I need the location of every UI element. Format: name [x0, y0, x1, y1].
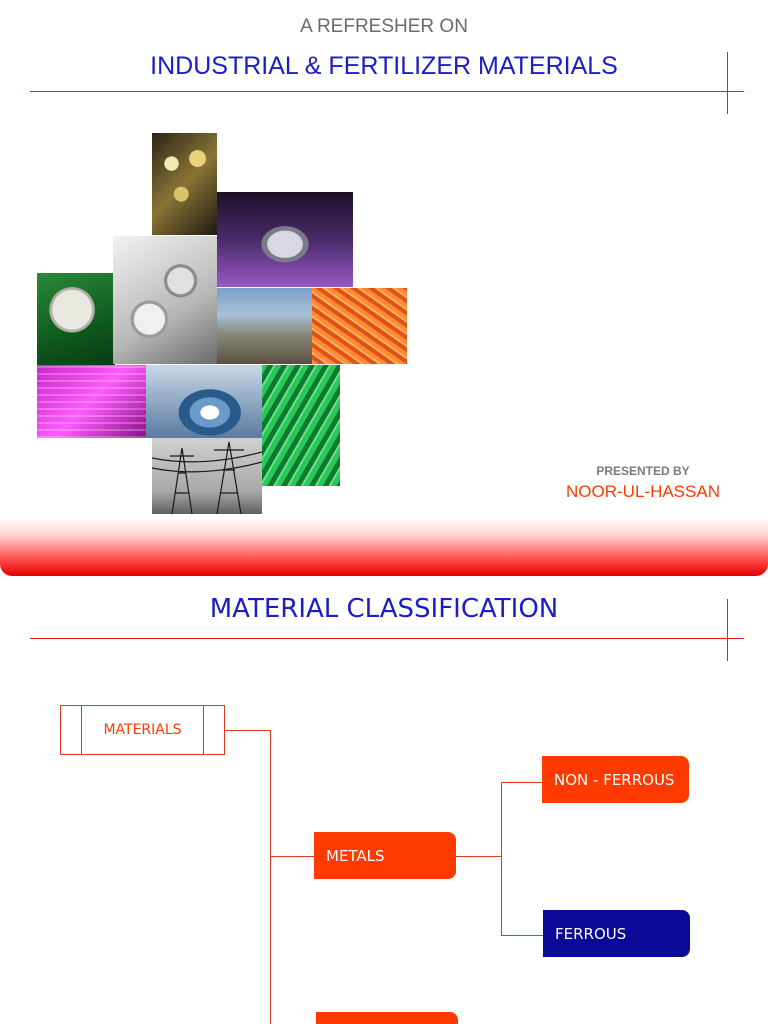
fiber-optic-image	[312, 288, 407, 364]
keyboard-image	[152, 133, 217, 235]
node-metals: METALS	[314, 832, 456, 879]
node-ferrous: FERROUS	[543, 910, 690, 957]
power-lines-image	[152, 438, 262, 514]
node-materials-label: MATERIALS	[81, 706, 204, 754]
slide-title-text: INDUSTRIAL & FERTILIZER MATERIALS	[150, 52, 618, 80]
presented-by-label: PRESENTED BY	[596, 464, 690, 478]
node-non-ferrous: NON - FERROUS	[542, 756, 689, 803]
classification-title: MATERIAL CLASSIFICATION	[209, 594, 559, 624]
water-drop-image	[146, 365, 262, 438]
classification-underline	[30, 638, 744, 639]
node-materials: MATERIALS	[60, 705, 225, 755]
classification-crossline	[727, 599, 728, 661]
connector-non-ferrous	[501, 782, 542, 783]
node-partial	[316, 1012, 458, 1024]
gears-image	[113, 236, 217, 364]
title-underline	[30, 91, 744, 92]
connector-materials	[225, 730, 270, 731]
presenter-name: NOOR-UL-HASSAN	[566, 482, 720, 501]
slide-footer-band	[0, 518, 768, 576]
connector-metals-out	[456, 856, 501, 857]
turntable-image	[217, 192, 353, 287]
connector-metals-branch	[501, 782, 502, 936]
slide-title: A REFRESHER ON INDUSTRIAL & FERTILIZER M…	[0, 16, 768, 576]
connector-trunk	[270, 730, 271, 1024]
industrial-plant-image	[217, 288, 312, 364]
slide-subtitle: A REFRESHER ON	[300, 16, 468, 37]
hard-drive-image	[37, 273, 115, 365]
connector-metals	[270, 856, 314, 857]
connector-ferrous	[501, 935, 543, 936]
slide-classification: MATERIAL CLASSIFICATION MATERIALS METALS…	[0, 586, 768, 1024]
binary-code-image	[37, 365, 146, 438]
title-crossline	[727, 52, 728, 114]
pipes-image	[262, 365, 340, 486]
